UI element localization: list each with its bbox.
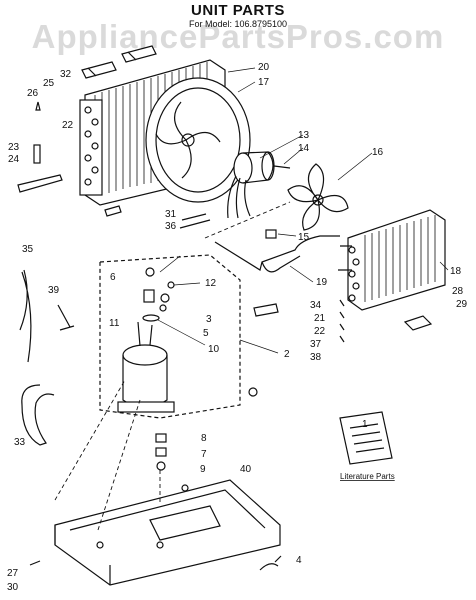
insulation-strips (81, 45, 157, 79)
callout-13: 13 (298, 130, 310, 141)
callout-39: 39 (48, 285, 60, 296)
callout-35: 35 (22, 244, 34, 255)
fastener (259, 555, 282, 571)
callout-40: 40 (240, 464, 252, 475)
callout-31: 31 (165, 209, 177, 220)
evaporator-coil (338, 209, 446, 311)
callout-18: 18 (450, 266, 462, 277)
compressor (117, 321, 175, 413)
watermark: AppliancePartsPros.com (31, 18, 445, 55)
mounting-grommets (155, 387, 258, 471)
callout-23: 23 (8, 142, 20, 153)
callout-15: 15 (298, 232, 310, 243)
callout-33: 33 (14, 437, 26, 448)
fan-blade (287, 163, 349, 231)
callout-16: 16 (372, 147, 384, 158)
page-title: UNIT PARTS (191, 2, 285, 19)
callout-20: 20 (258, 62, 270, 73)
fan-shroud (145, 77, 251, 203)
callout-10: 10 (208, 344, 220, 355)
callout-32: 32 (60, 69, 72, 80)
callout-25: 25 (43, 78, 55, 89)
callout-leaders (157, 67, 449, 354)
drain-plug (29, 560, 41, 566)
callout-14: 14 (298, 143, 310, 154)
callout-9: 9 (200, 464, 206, 475)
callout-5: 5 (203, 328, 209, 339)
callout-38: 38 (310, 352, 322, 363)
capillary-tube (214, 235, 340, 271)
callout-21: 21 (314, 313, 326, 324)
callout-3: 3 (206, 314, 212, 325)
callout-4: 4 (296, 555, 302, 566)
callout-29: 29 (456, 299, 468, 310)
compressor-fittings (142, 267, 175, 322)
callout-22b: 22 (314, 326, 326, 337)
callout-2: 2 (284, 349, 290, 360)
callout-11: 11 (109, 318, 120, 329)
callout-7: 7 (201, 449, 207, 460)
base-pan (54, 479, 281, 586)
left-side-parts (17, 101, 433, 446)
callout-34: 34 (310, 300, 322, 311)
model-subtitle: For Model: 106.8795100 (188, 19, 288, 29)
callout-28: 28 (452, 286, 464, 297)
callout-22a: 22 (62, 120, 74, 131)
callout-1: 1 (362, 419, 368, 430)
compressor-compartment (99, 254, 241, 419)
callout-12: 12 (205, 278, 217, 289)
callout-37: 37 (310, 339, 322, 350)
leader-lines (54, 201, 291, 531)
callout-19: 19 (316, 277, 328, 288)
callout-30: 30 (7, 582, 19, 593)
callout-8: 8 (201, 433, 207, 444)
literature-parts-label: Literature Parts (340, 472, 395, 481)
literature-booklet (339, 411, 393, 465)
callout-17: 17 (258, 77, 270, 88)
callout-36: 36 (165, 221, 177, 232)
callout-numbers: 1 2 3 4 5 6 7 8 9 10 11 12 13 14 15 16 1… (7, 62, 468, 593)
callout-26: 26 (27, 88, 39, 99)
fan-motor (227, 151, 291, 219)
callout-6: 6 (110, 272, 116, 283)
callout-27: 27 (7, 568, 19, 579)
callout-24: 24 (8, 154, 20, 165)
